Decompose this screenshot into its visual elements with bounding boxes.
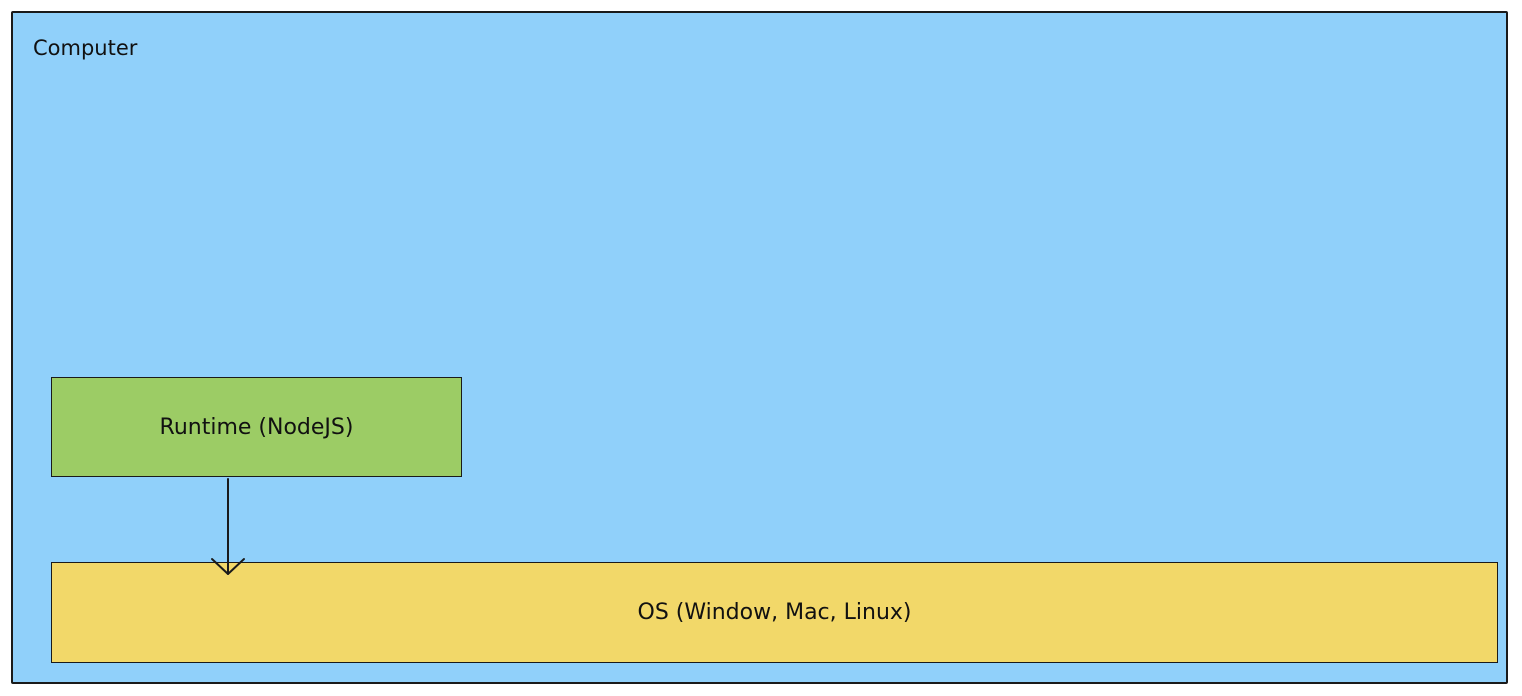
runtime-box: Runtime (NodeJS) [51, 377, 462, 477]
computer-label: Computer [33, 36, 138, 60]
os-label: OS (Window, Mac, Linux) [637, 600, 912, 625]
os-box: OS (Window, Mac, Linux) [51, 562, 1498, 663]
runtime-label: Runtime (NodeJS) [159, 414, 354, 440]
